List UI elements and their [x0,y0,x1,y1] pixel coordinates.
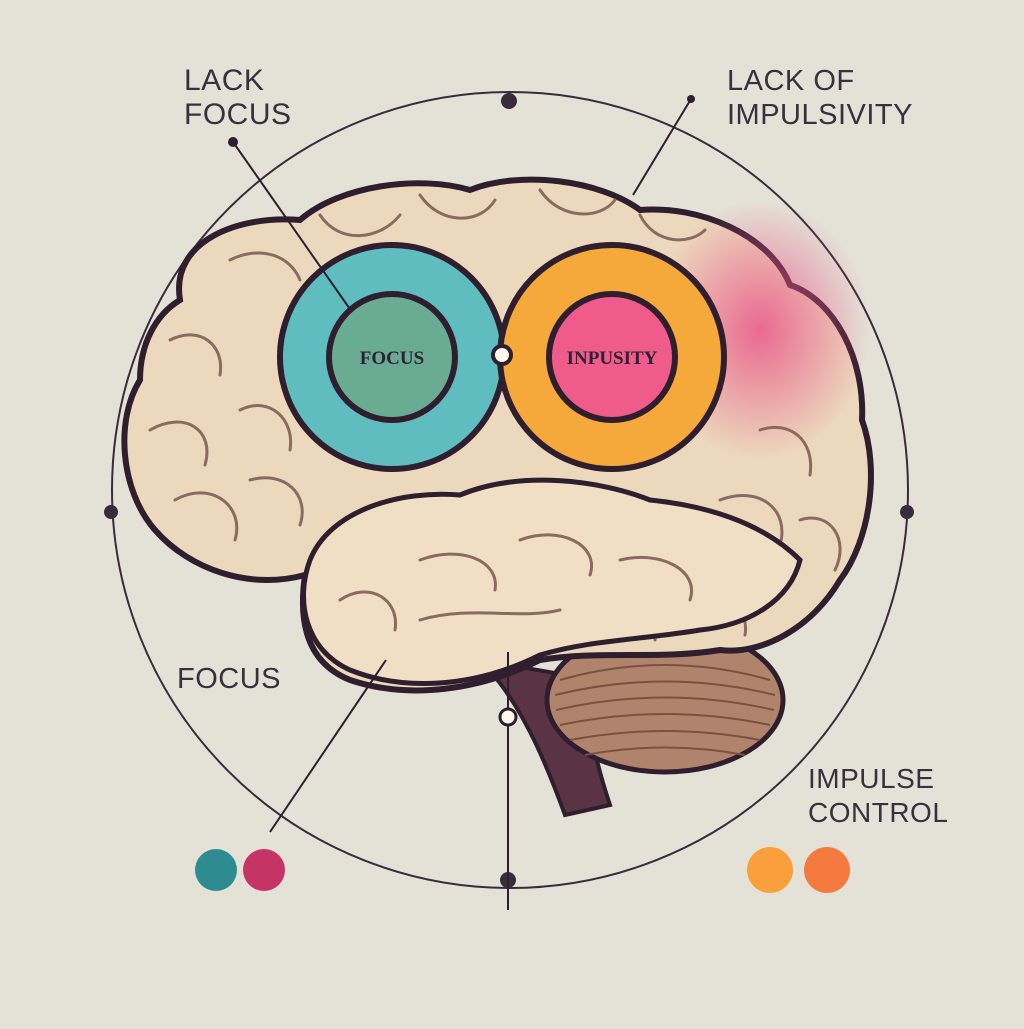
ring-connector-dot [491,344,513,366]
temporal-lobe [301,477,803,686]
impulsivity-center-text: INPUSITY [567,348,658,369]
label-lack-focus-line2: FOCUS [184,98,292,131]
legend-dot-teal [195,849,237,891]
orbit-dot-right [900,505,914,519]
temporal-folds [338,533,694,632]
leader-lack-impulsivity [632,98,692,196]
label-lack-impulsivity: LACK OF IMPULSIVITY [727,64,913,132]
cerebellum-lines [554,664,776,756]
label-lack-focus-line1: LACK [184,64,265,97]
label-focus-text: FOCUS [177,663,281,695]
legend-dot-magenta [243,849,285,891]
focus-center-text: FOCUS [360,348,424,369]
orbit-dot-left [104,505,118,519]
leader-lack-focus [232,141,353,313]
label-impulse-control: IMPULSE CONTROL [808,762,948,830]
orbit-dot-top [501,93,517,109]
label-lack-impulsivity-line1: LACK OF [727,65,855,97]
label-impulse-control-line1: IMPULSE [808,763,935,794]
label-impulse-control-line2: CONTROL [808,797,949,828]
focus-center [326,291,458,423]
leader-center-dot [498,707,518,727]
label-focus: FOCUS [177,662,281,696]
label-lack-impulsivity-line2: IMPULSIVITY [727,99,913,131]
leader-focus [269,659,387,833]
orbit-circle [111,91,909,889]
label-lack-focus: LACK FOCUS [184,64,292,132]
leader-lack-impulsivity-dot [687,95,695,103]
legend-dot-orange-1 [747,847,793,893]
impulsivity-center [546,291,678,423]
leader-lack-focus-dot [228,137,238,147]
legend-dot-orange-2 [804,847,850,893]
